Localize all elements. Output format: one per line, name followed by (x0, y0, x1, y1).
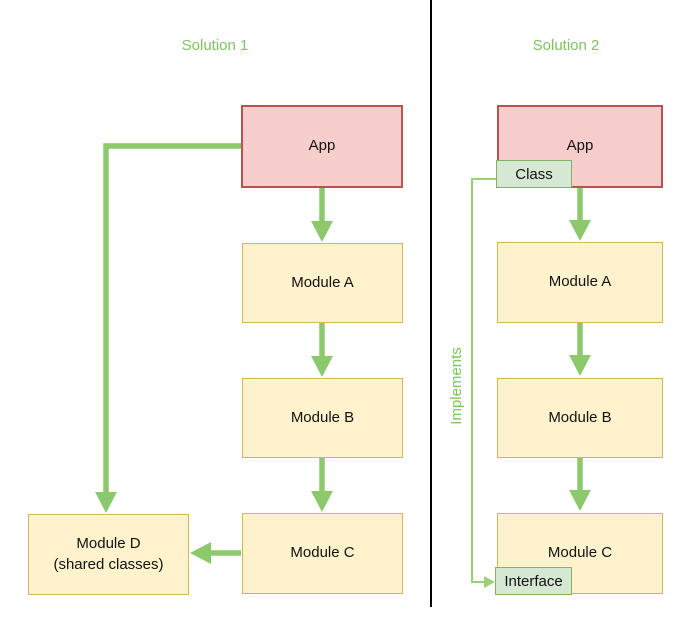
node-s1-module-b: Module B (242, 378, 403, 458)
node-s1-app-label: App (308, 137, 336, 155)
node-s1-app: App (241, 105, 403, 188)
node-s2-module-a-label: Module A (548, 273, 612, 291)
arrow-s2-app-to-module-a (569, 188, 591, 241)
arrow-s1-module-c-to-d (190, 542, 241, 564)
badge-class: Class (496, 160, 572, 188)
solution1-title: Solution 1 (181, 37, 249, 54)
node-s1-module-b-label: Module B (290, 408, 355, 426)
solution2-title: Solution 2 (532, 37, 600, 54)
node-s1-module-d: Module D (shared classes) (28, 514, 189, 595)
arrow-s2-module-a-to-b (569, 323, 591, 376)
badge-interface: Interface (495, 567, 572, 595)
badge-interface-label: Interface (504, 572, 563, 590)
node-s1-module-c: Module C (242, 513, 403, 594)
arrow-s2-implements (471, 178, 497, 588)
arrow-s1-module-a-to-b (311, 323, 333, 377)
node-s2-module-c-label: Module C (547, 544, 613, 562)
node-s2-app-label: App (566, 137, 594, 155)
node-s1-module-d-label-line2: (shared classes) (53, 555, 164, 573)
arrow-s2-module-b-to-c (569, 458, 591, 511)
implements-edge-label: Implements (448, 347, 465, 425)
node-s1-module-d-label-line1: Module D (76, 535, 141, 553)
node-s1-module-a-label: Module A (291, 273, 354, 291)
arrow-s1-app-to-module-d (95, 143, 241, 513)
badge-class-label: Class (515, 165, 553, 183)
arrow-s1-module-b-to-c (311, 458, 333, 512)
node-s2-module-a: Module A (497, 242, 663, 323)
node-s2-module-b: Module B (497, 378, 663, 458)
panel-divider (430, 0, 432, 607)
node-s1-module-a: Module A (242, 243, 403, 323)
arrow-s1-app-to-module-a (311, 188, 333, 242)
node-s2-module-b-label: Module B (548, 408, 612, 426)
node-s1-module-c-label: Module C (290, 544, 355, 562)
